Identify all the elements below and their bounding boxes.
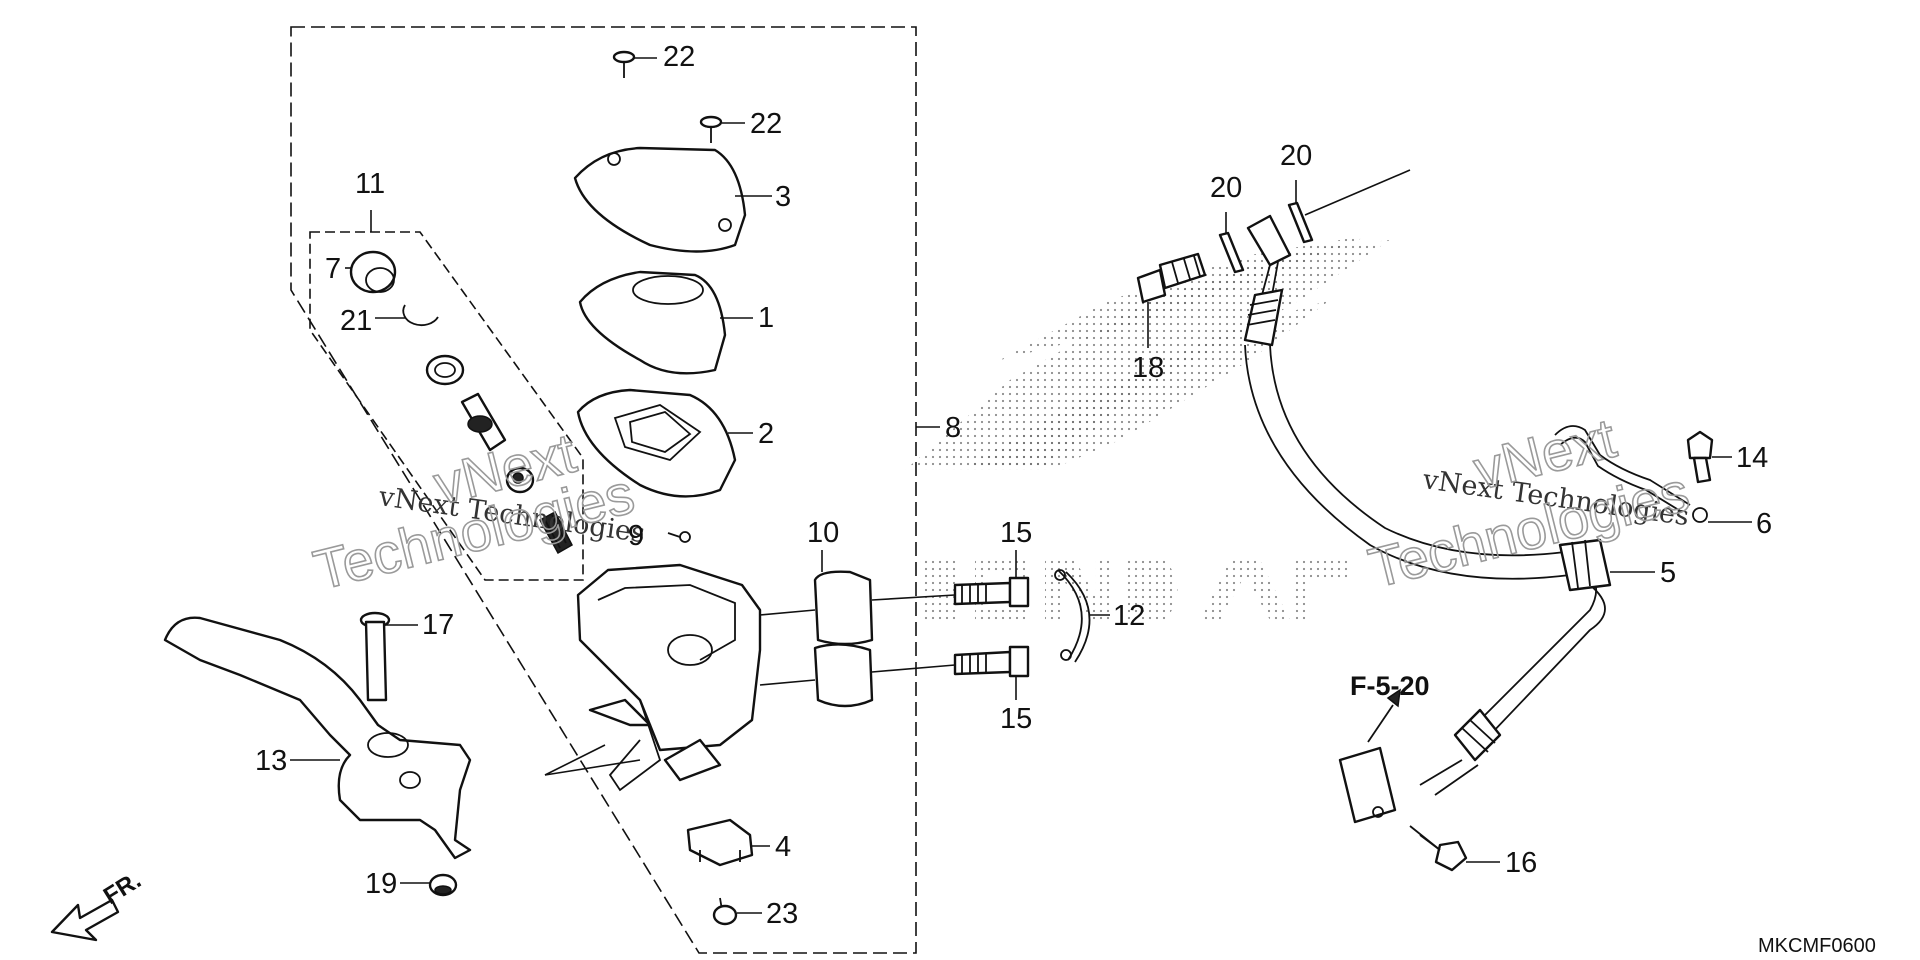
callout-22-top: 22: [663, 41, 695, 73]
piston-seal: [425, 354, 465, 386]
switch-4: [686, 818, 754, 867]
hose-clamp-6: [1554, 425, 1708, 523]
piston: [460, 392, 507, 452]
callout-13: 13: [255, 745, 287, 777]
watermark: vNext Technologies vNext Technologies vN…: [307, 405, 1696, 602]
callout-20-left: 20: [1210, 172, 1242, 204]
diaphragm-seal: [576, 388, 737, 498]
callout-18: 18: [1132, 352, 1164, 384]
callout-8: 8: [945, 412, 961, 444]
oil-bolt-18: [1136, 252, 1207, 304]
pivot-bolt-17: [359, 611, 391, 702]
pivot-pin-9: [667, 531, 691, 543]
spring: [538, 510, 573, 555]
callout-20-right: 20: [1280, 140, 1312, 172]
bolt-16: [1409, 825, 1468, 872]
reservoir-cap: [573, 146, 747, 253]
brake-lever-13: [163, 616, 472, 860]
front-pointer-lines: [544, 744, 641, 776]
reference-pointer: [1304, 169, 1411, 743]
callout-9: 9: [628, 520, 644, 552]
bolt-15-upper: [953, 576, 1030, 608]
assembly-boundary: [290, 26, 917, 954]
callout-4: 4: [775, 831, 791, 863]
callout-14: 14: [1736, 442, 1768, 474]
callout-11: 11: [355, 168, 385, 200]
screw-23: [712, 897, 738, 926]
spring-cup: [505, 466, 535, 494]
front-direction-arrow: FR.: [50, 867, 146, 942]
callout-19: 19: [365, 868, 397, 900]
callout-3: 3: [775, 181, 791, 213]
circlip-21: [402, 304, 439, 327]
callout-labels: 22 22 3 1 2 11 7 21 9 8 10 15 15 12 17 1…: [255, 41, 1772, 930]
screw-22-second: [699, 115, 723, 143]
diagram-code: MKCMF0600: [1758, 935, 1876, 957]
callout-5: 5: [1660, 557, 1676, 589]
leader-lines: [290, 57, 1752, 914]
callout-7: 7: [325, 253, 341, 285]
nut-19: [428, 873, 458, 897]
clamp-12: [1054, 569, 1091, 663]
bolt-14: [1686, 430, 1714, 484]
boot-7: [349, 250, 397, 294]
sealing-washer-20b: [1287, 201, 1314, 244]
bolt-15-lower: [953, 645, 1030, 678]
screw-22-top: [612, 50, 636, 78]
diaphragm-plate: [578, 270, 727, 375]
callout-15-lower: 15: [1000, 703, 1032, 735]
holder-10: [813, 570, 874, 708]
callout-16: 16: [1505, 847, 1537, 879]
brake-hose-5: [1243, 214, 1612, 824]
callout-21: 21: [340, 305, 372, 337]
master-cylinder-body: [576, 563, 762, 792]
reference-label: F-5-20: [1350, 671, 1430, 701]
callout-15-upper: 15: [1000, 517, 1032, 549]
callout-12: 12: [1113, 600, 1145, 632]
callout-1: 1: [758, 302, 774, 334]
callout-23: 23: [766, 898, 798, 930]
callout-2: 2: [758, 418, 774, 450]
callout-17: 17: [422, 609, 454, 641]
callout-22-second: 22: [750, 108, 782, 140]
connector-lines: [759, 594, 956, 686]
callout-6: 6: [1756, 508, 1772, 540]
callout-10: 10: [807, 517, 839, 549]
